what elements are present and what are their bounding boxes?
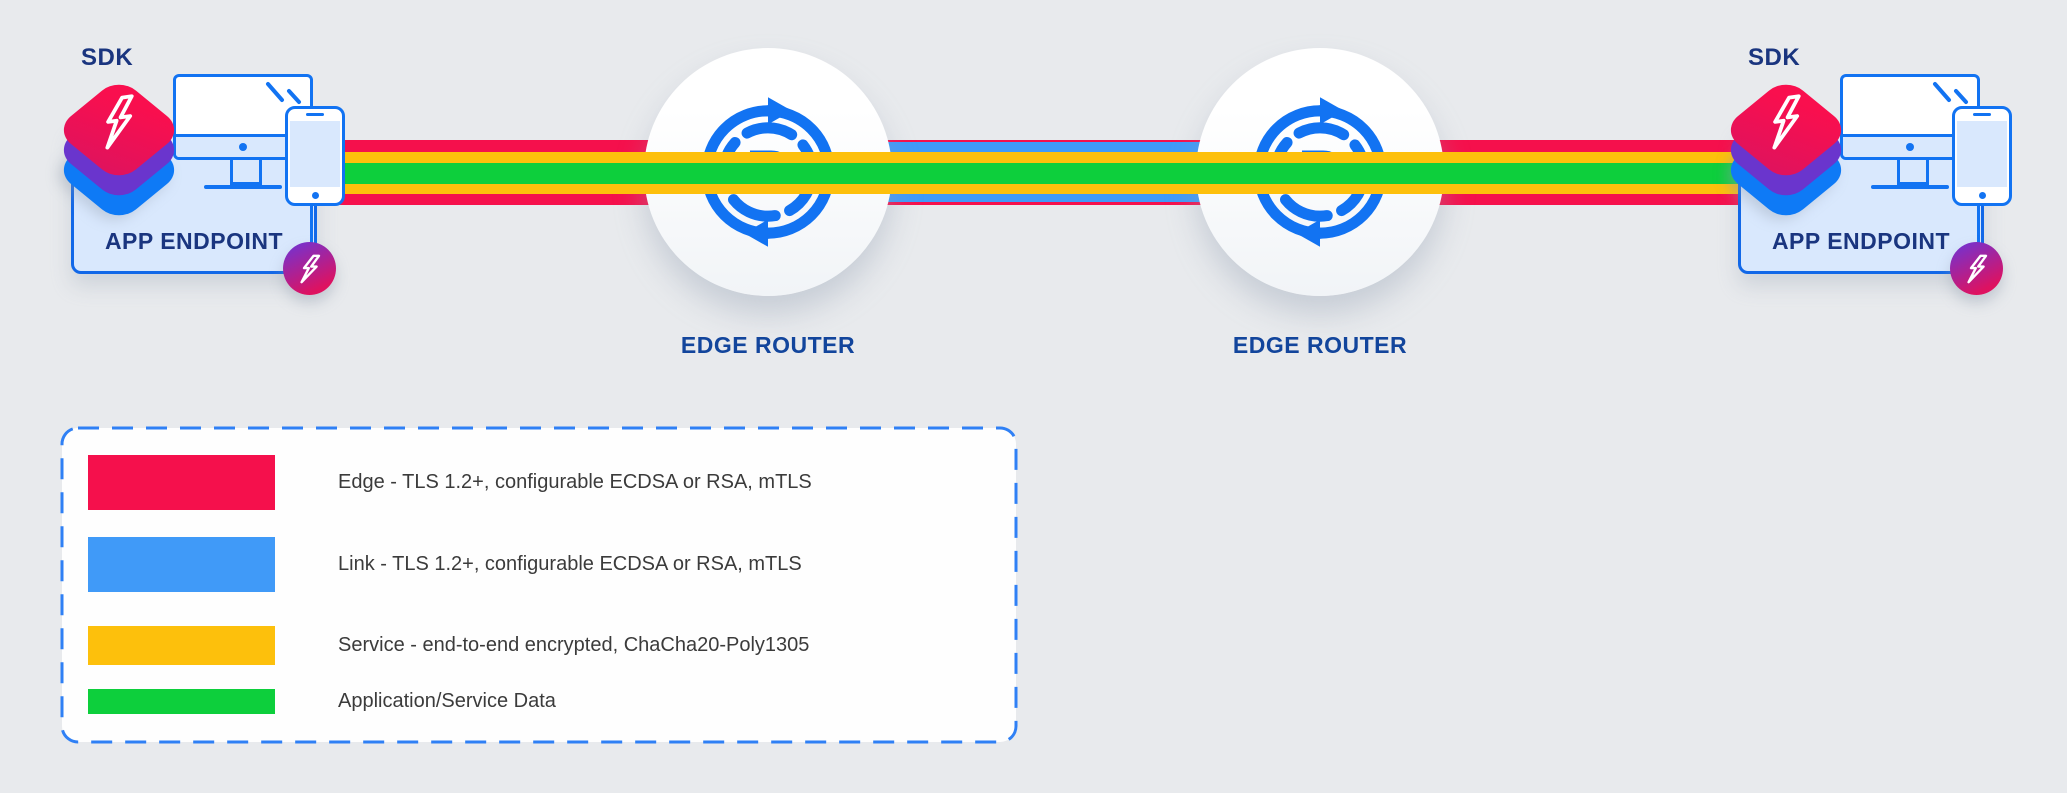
ribbon-service-band-top — [300, 152, 1758, 163]
legend-label-edge: Edge - TLS 1.2+, configurable ECDSA or R… — [338, 471, 812, 493]
ziti-bolt-icon — [1772, 94, 1801, 150]
legend-label-service: Service - end-to-end encrypted, ChaCha20… — [338, 634, 810, 656]
ziti-bolt-icon — [299, 254, 320, 283]
legend-row-service: Service - end-to-end encrypted, ChaCha20… — [88, 626, 809, 665]
ziti-badge-icon — [1950, 242, 2003, 295]
ziti-badge-icon — [283, 242, 336, 295]
ribbon-service-band-bottom — [300, 184, 1758, 194]
app-endpoint-label: APP ENDPOINT — [104, 228, 284, 254]
sdk-stack-icon — [1720, 76, 1854, 228]
app-endpoint-left: SDK APP ENDPOINT — [53, 40, 345, 300]
sdk-stack-icon — [53, 76, 187, 228]
legend-row-link: Link - TLS 1.2+, configurable ECDSA or R… — [88, 537, 802, 592]
data-color-swatch — [88, 689, 275, 714]
sdk-label: SDK — [1748, 44, 1801, 71]
ziti-bolt-icon — [105, 94, 134, 150]
screen-reflection-icon — [1933, 82, 1968, 104]
edge-color-swatch — [88, 455, 275, 510]
phone-icon — [285, 106, 345, 206]
phone-badge-connector — [310, 198, 313, 260]
monitor-icon — [1840, 74, 1980, 198]
legend-label-data: Application/Service Data — [338, 690, 556, 712]
phone-icon — [1952, 106, 2012, 206]
legend: Edge - TLS 1.2+, configurable ECDSA or R… — [60, 426, 1018, 744]
service-color-swatch — [88, 626, 275, 665]
edge-router-label-right: EDGE ROUTER — [1232, 332, 1408, 358]
phone-badge-connector — [1977, 198, 1980, 260]
sdk-label: SDK — [81, 44, 134, 71]
edge-router-label-left: EDGE ROUTER — [680, 332, 856, 358]
app-endpoint-right: SDK APP ENDPOINT — [1720, 40, 2012, 300]
ziti-bolt-icon — [1966, 254, 1987, 283]
legend-label-link: Link - TLS 1.2+, configurable ECDSA or R… — [338, 553, 802, 575]
link-color-swatch — [88, 537, 275, 592]
screen-reflection-icon — [266, 82, 301, 104]
app-endpoint-label: APP ENDPOINT — [1771, 228, 1951, 254]
legend-dashed-border — [60, 426, 1018, 744]
legend-row-data: Application/Service Data — [88, 689, 556, 714]
ribbon-data-band — [300, 162, 1758, 184]
legend-row-edge: Edge - TLS 1.2+, configurable ECDSA or R… — [88, 455, 812, 510]
